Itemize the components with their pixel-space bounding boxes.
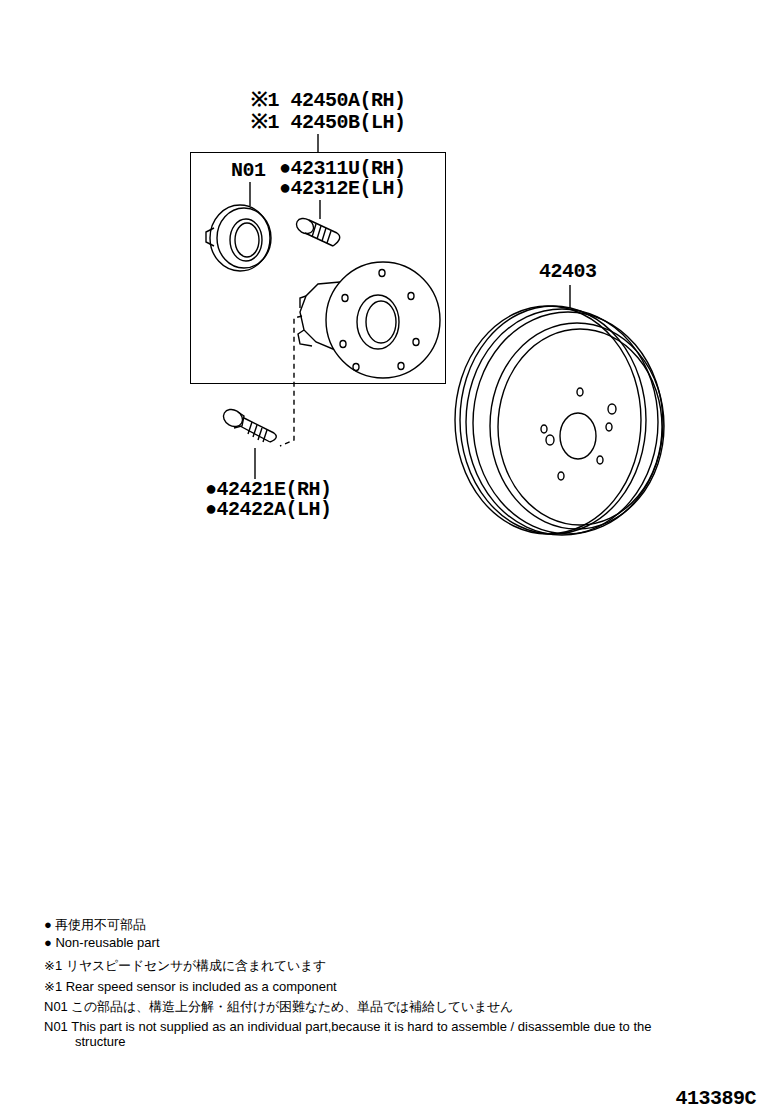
part-number: ●42312E(LH) (279, 179, 406, 199)
part-number: ※1 42450A(RH) (251, 91, 406, 111)
legend-note: ● 再使用不可部品 (44, 917, 146, 932)
part-number: 42403 (539, 262, 597, 282)
leader-line (319, 200, 320, 219)
leader-line (254, 448, 255, 479)
leader-line (569, 285, 570, 308)
part-number: ●42421E(RH) (205, 480, 332, 500)
legend-note: ※1 Rear speed sensor is included as a co… (44, 979, 337, 994)
part-number: ●42311U(RH) (279, 159, 406, 179)
bearing (206, 205, 271, 271)
leader-line (249, 182, 250, 206)
part-number: ●42422A(LH) (205, 500, 332, 520)
part-number: ※1 42450B(LH) (251, 113, 406, 133)
legend-note: ● Non-reusable part (44, 935, 160, 950)
mounting-bolt (220, 406, 276, 442)
assembly-line (280, 316, 302, 446)
legend-note: N01 この部品は、構造上分解・組付けが困難なため、単品では補給していません (44, 999, 513, 1014)
brake-drum (455, 306, 664, 535)
hub-bolt (294, 215, 340, 246)
assembly-box: ※1 42450A(RH)※1 42450B(LH)N01●42311U(RH)… (190, 152, 446, 384)
figure-number: 413389C (675, 1089, 756, 1109)
note-code: N01 (231, 161, 266, 181)
leader-line (317, 134, 318, 152)
legend-note: N01 This part is not supplied as an indi… (44, 1019, 675, 1049)
legend-note: ※1 リヤスピードセンサが構成に含まれています (44, 958, 326, 973)
hub-flange (298, 262, 440, 378)
